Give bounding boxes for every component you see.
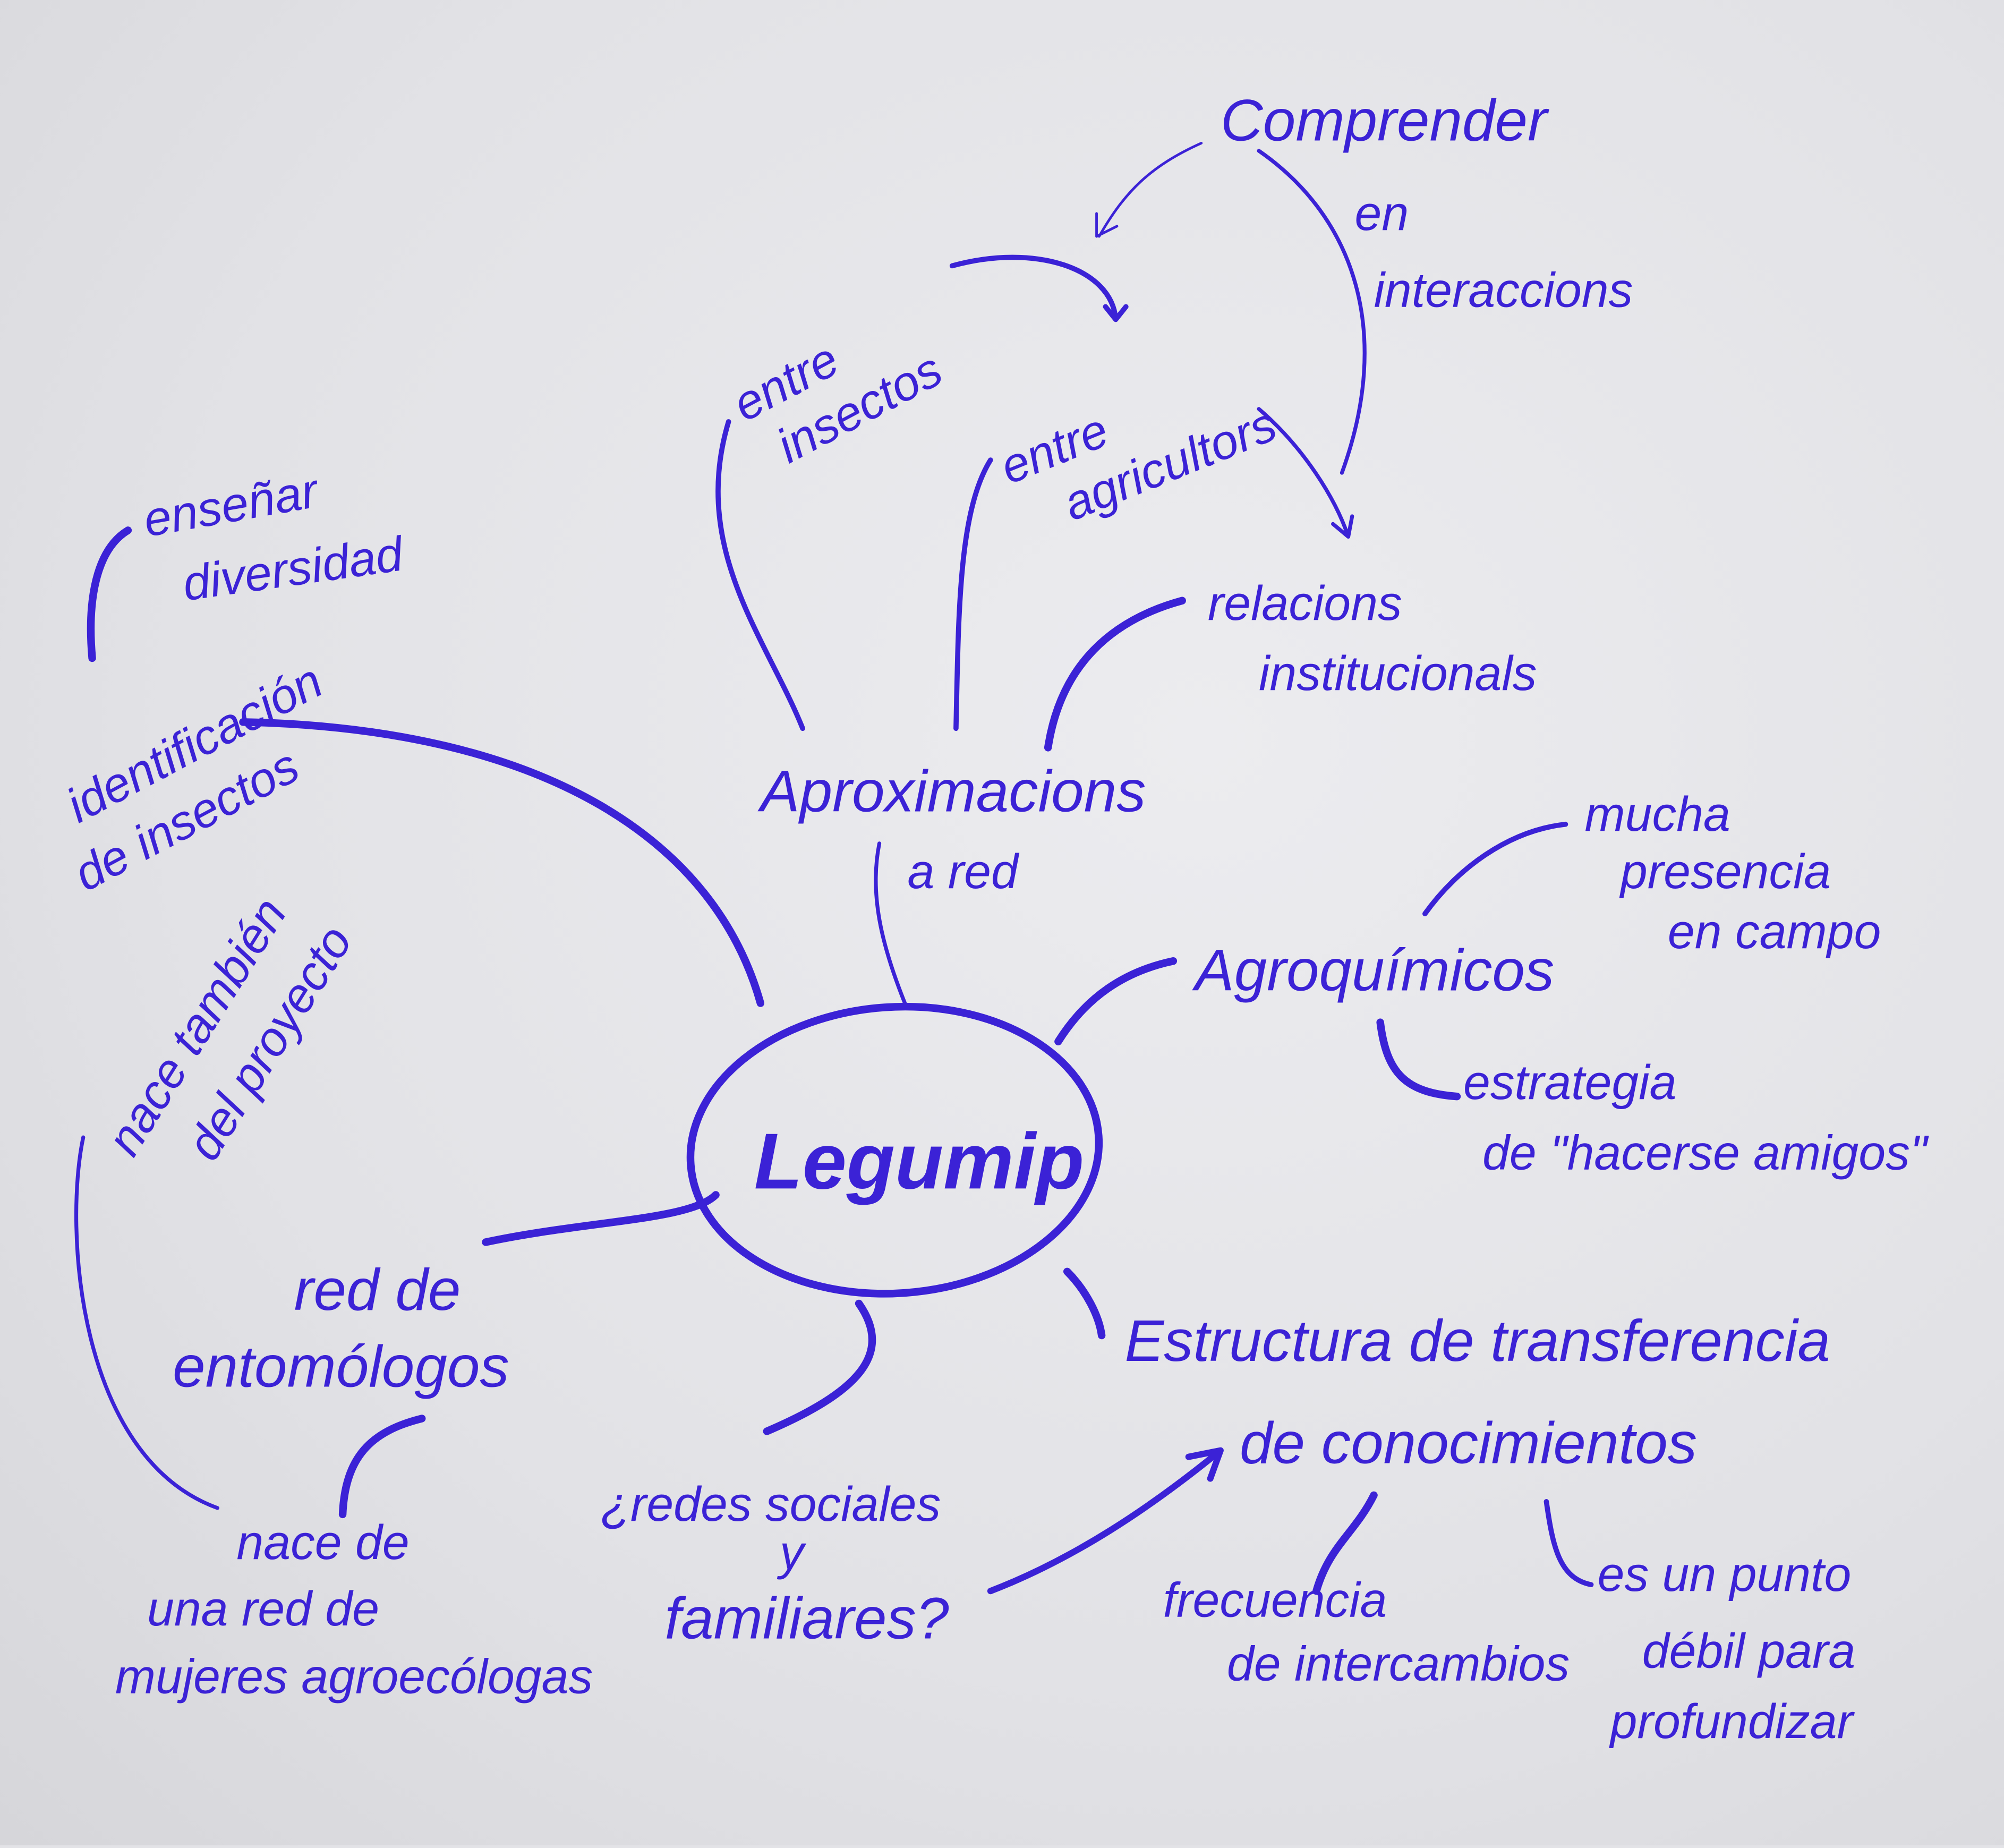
label-estrategia: estrategia	[1463, 1055, 1676, 1110]
label-hacerse-amigos: de "hacerse amigos"	[1482, 1126, 1929, 1180]
connector-redes	[763, 1299, 876, 1435]
label-en-campo: en campo	[1668, 905, 1881, 959]
label-y: y	[777, 1526, 807, 1580]
label-diversidad: diversidad	[180, 526, 408, 611]
label-mucha: mucha	[1585, 787, 1730, 841]
label-agroquimicos: Agroquímicos	[1192, 938, 1555, 1003]
connector-relacions	[1044, 597, 1186, 752]
arrow-redes-estructura	[987, 1447, 1224, 1595]
label-aproximacions: Aproximacions	[757, 759, 1146, 824]
arrow-insectos-agricultors	[949, 254, 1129, 322]
label-en: en	[1355, 186, 1409, 241]
center-ellipse	[686, 1002, 1103, 1298]
center-label: Legumip	[754, 1117, 1084, 1205]
label-nace-de: nace de	[236, 1515, 409, 1570]
label-estructura: Estructura de transferencia	[1124, 1308, 1830, 1374]
connector-entre-agricultors	[953, 457, 993, 731]
label-redes-sociales: ¿redes sociales	[601, 1477, 941, 1531]
label-debil-para: débil para	[1642, 1624, 1855, 1679]
label-una-red-de: una red de	[147, 1582, 379, 1636]
label-entomologos: entomólogos	[173, 1334, 509, 1399]
connector-estructura	[1063, 1267, 1106, 1340]
label-de-conocimientos: de conocimientos	[1240, 1411, 1697, 1476]
label-de-intercambios: de intercambios	[1227, 1637, 1570, 1691]
label-familiares: familiares?	[664, 1586, 949, 1651]
connector-ensenar	[87, 526, 132, 662]
label-frecuencia: frecuencia	[1163, 1573, 1387, 1627]
arrow-comprender-relacions	[1257, 149, 1367, 475]
connector-aproximacions	[874, 841, 907, 1006]
arrow-comprender-insectos	[1095, 142, 1203, 238]
label-institucionals: institucionals	[1259, 646, 1537, 701]
connector-agroquimicos	[1054, 957, 1178, 1045]
connector-estrategia	[1376, 1018, 1461, 1101]
connector-entre-insectos	[715, 419, 806, 731]
connector-mucha	[1422, 821, 1568, 916]
arrow-agricultors-relacions	[1257, 407, 1354, 539]
label-ensenar: enseñar	[140, 463, 324, 547]
label-comprender: Comprender	[1221, 88, 1549, 154]
connectors	[74, 142, 1594, 1595]
connector-punto-debil	[1543, 1499, 1594, 1588]
label-es-un-punto: es un punto	[1598, 1547, 1852, 1602]
connector-identificacion	[239, 718, 765, 1007]
label-mujeres: mujeres agroecólogas	[115, 1650, 593, 1704]
connector-nace-tambien	[74, 1135, 219, 1510]
label-profundizar: profundizar	[1609, 1694, 1855, 1749]
label-presencia: presencia	[1619, 845, 1831, 899]
connector-frecuencia	[1312, 1491, 1378, 1595]
label-interaccions: interaccions	[1374, 263, 1633, 317]
label-relacions: relacions	[1208, 576, 1402, 631]
connector-nace-red	[338, 1415, 426, 1519]
label-a-red: a red	[907, 845, 1020, 899]
connector-red-entomologos	[482, 1191, 720, 1246]
label-red-de: red de	[294, 1257, 461, 1323]
